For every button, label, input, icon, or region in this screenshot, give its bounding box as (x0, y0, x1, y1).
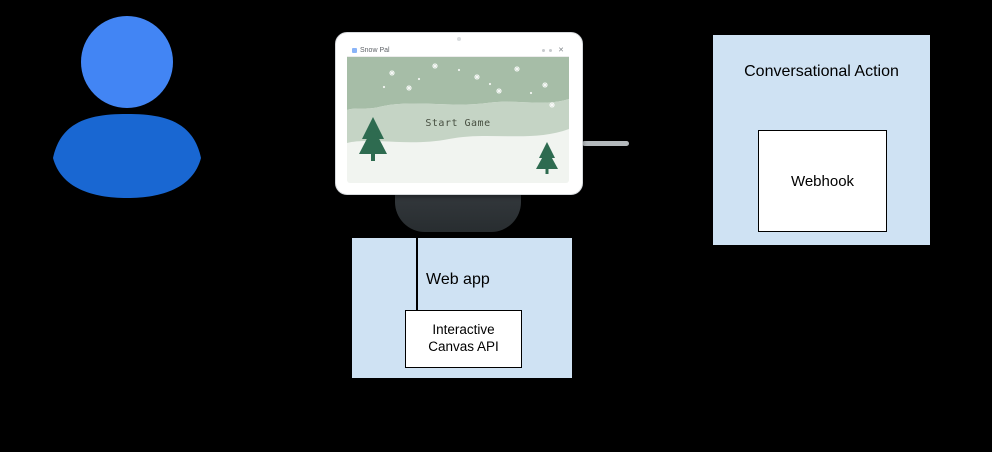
game-scene: Start Game (347, 57, 569, 183)
device-to-webapp-connector (416, 234, 418, 310)
interactive-canvas-api-label: Interactive Canvas API (428, 322, 499, 354)
interactive-canvas-api-box: Interactive Canvas API (405, 310, 522, 368)
user-icon (53, 16, 201, 198)
camera-icon (457, 37, 461, 41)
display-screen: Snow Pal ✕ (347, 44, 569, 183)
sky-band (347, 57, 569, 110)
app-icon (352, 47, 357, 53)
screen-titlebar: Snow Pal ✕ (347, 44, 569, 57)
web-app-title: Web app (426, 271, 490, 288)
power-cable (582, 141, 629, 146)
start-game-label: Start Game (425, 118, 490, 129)
smart-display: Snow Pal ✕ (333, 30, 633, 242)
conversational-action-title: Conversational Action (744, 63, 899, 80)
titlebar-dot-icon (542, 48, 546, 52)
close-icon: ✕ (558, 46, 564, 54)
distant-hill (347, 99, 569, 143)
webhook-label: Webhook (790, 172, 855, 190)
snowflake-icons (389, 63, 555, 108)
user-head-icon (81, 16, 173, 108)
web-app-box: Web app Interactive Canvas API (352, 238, 572, 378)
titlebar-dot-icon (549, 48, 553, 52)
app-title-label: Snow Pal (360, 46, 390, 54)
tree-icons (359, 117, 558, 174)
user-body-icon (53, 114, 201, 198)
snow-dots (382, 68, 533, 95)
webhook-box: Webhook (758, 130, 887, 232)
conversational-action-box: Conversational Action Webhook (713, 35, 930, 245)
display-bezel: Snow Pal ✕ (335, 32, 583, 195)
